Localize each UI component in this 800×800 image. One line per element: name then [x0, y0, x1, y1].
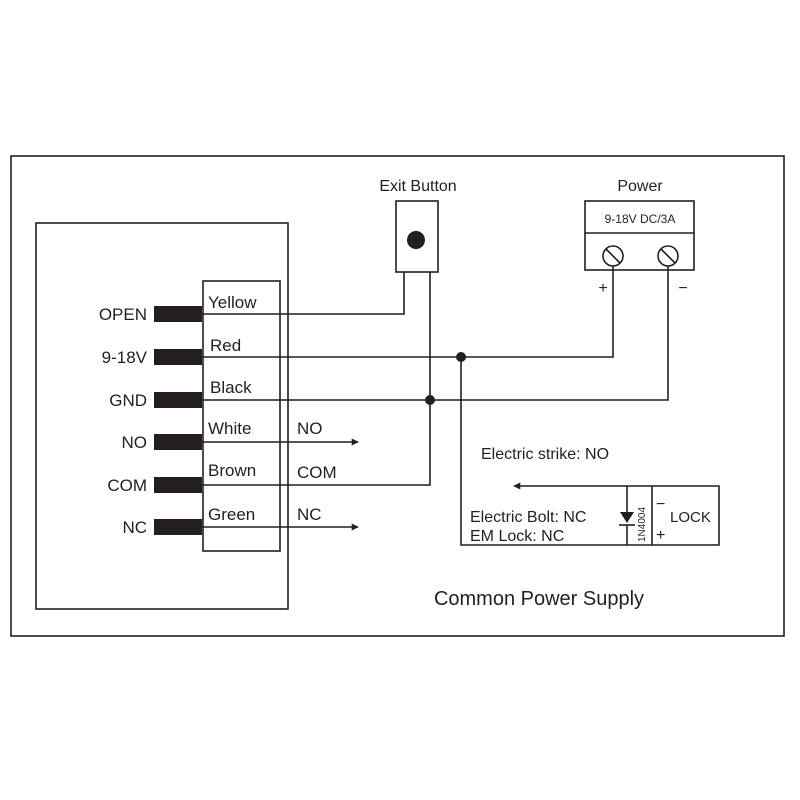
wire-brown — [202, 272, 431, 486]
terminal-pin-no — [154, 434, 202, 450]
screw-terminal-minus — [657, 245, 679, 267]
diagram-caption: Common Power Supply — [434, 588, 644, 610]
wire-label-yellow: Yellow — [208, 293, 257, 312]
terminal-label-com: COM — [107, 476, 147, 495]
diode-symbol — [620, 512, 634, 523]
terminal-pin-gnd — [154, 392, 202, 408]
terminal-pin-open — [154, 306, 202, 322]
diode-part-number: 1N4004 — [637, 507, 648, 542]
wire-color-panel — [202, 280, 281, 552]
wire-label-red: Red — [210, 336, 241, 355]
terminal-label-open: OPEN — [99, 305, 147, 324]
em-lock-note: EM Lock: NC — [470, 528, 564, 545]
terminal-pin-com — [154, 477, 202, 493]
output-label-no: NO — [297, 419, 323, 438]
lock-minus-sign: − — [656, 496, 665, 513]
electric-bolt-note: Electric Bolt: NC — [470, 509, 586, 526]
electric-strike-note: Electric strike: NO — [481, 446, 609, 463]
wire-label-brown: Brown — [208, 461, 256, 480]
power-plus-sign: + — [598, 280, 607, 297]
screw-terminal-plus — [602, 245, 624, 267]
terminal-pin-nc — [154, 519, 202, 535]
lock-loop — [460, 357, 720, 546]
power-label: Power — [617, 178, 663, 195]
output-label-com: COM — [297, 463, 337, 482]
power-minus-sign: − — [678, 280, 687, 297]
exit-button-label: Exit Button — [379, 178, 456, 195]
lock-label: LOCK — [670, 509, 711, 526]
terminal-label-nc: NC — [122, 518, 147, 537]
terminal-label-no: NO — [122, 433, 148, 452]
wire-red — [202, 266, 614, 358]
output-label-nc: NC — [297, 505, 322, 524]
junction-black — [425, 395, 435, 405]
wire-label-black: Black — [210, 378, 252, 397]
terminal-pin-9-18v — [154, 349, 202, 365]
wire-label-white: White — [208, 419, 251, 438]
terminal-label-gnd: GND — [109, 391, 147, 410]
power-rating: 9-18V DC/3A — [605, 212, 676, 226]
exit-button-dot — [407, 231, 425, 249]
terminal-label-9-18v: 9-18V — [102, 348, 148, 367]
wire-label-green: Green — [208, 505, 255, 524]
lock-plus-sign: + — [656, 527, 665, 544]
wire-black — [202, 266, 669, 401]
wire-yellow — [202, 272, 405, 315]
